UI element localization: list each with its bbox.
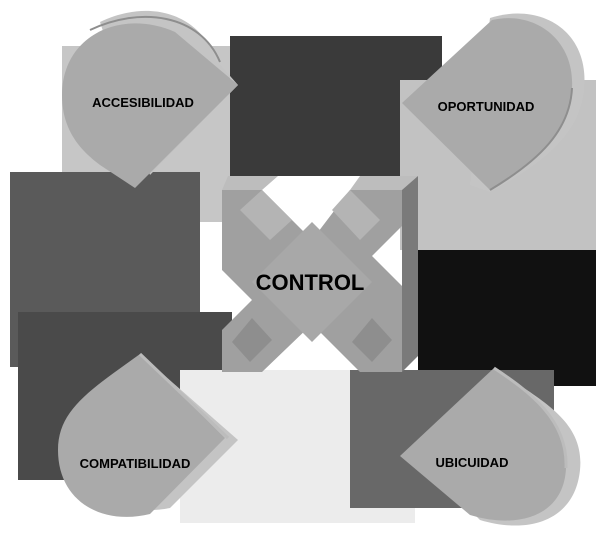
drop-shape (402, 18, 573, 190)
drop-edge (493, 366, 568, 469)
control-cross (222, 176, 418, 372)
node-label-compatibilidad: COMPATIBILIDAD (80, 456, 191, 471)
node-label-accesibilidad: ACCESIBILIDAD (92, 95, 194, 110)
node-label-ubicuidad: UBICUIDAD (436, 455, 509, 470)
drop-shape (400, 368, 567, 521)
panel-black-right (418, 250, 596, 386)
cross-top-bevel (350, 176, 418, 190)
drop-shape (62, 23, 238, 188)
center-label-control: CONTROL (256, 270, 365, 295)
cross-notch (332, 190, 380, 240)
cross-notch (232, 318, 272, 362)
node-accesibilidad: ACCESIBILIDAD (62, 10, 238, 188)
cross-center-diamond (252, 222, 372, 342)
node-ubicuidad: UBICUIDAD (400, 366, 581, 526)
cross-top-bevel (222, 176, 278, 190)
node-compatibilidad: COMPATIBILIDAD (58, 352, 238, 517)
cross-notch (240, 190, 292, 240)
drop-edge (89, 15, 221, 63)
node-oportunidad: OPORTUNIDAD (402, 13, 585, 192)
drop-edge (138, 352, 230, 440)
drop-edge (489, 87, 573, 191)
drop-shape (58, 354, 225, 517)
cross-notch (352, 318, 392, 362)
cross-right-face (402, 176, 418, 372)
node-label-oportunidad: OPORTUNIDAD (438, 99, 535, 114)
